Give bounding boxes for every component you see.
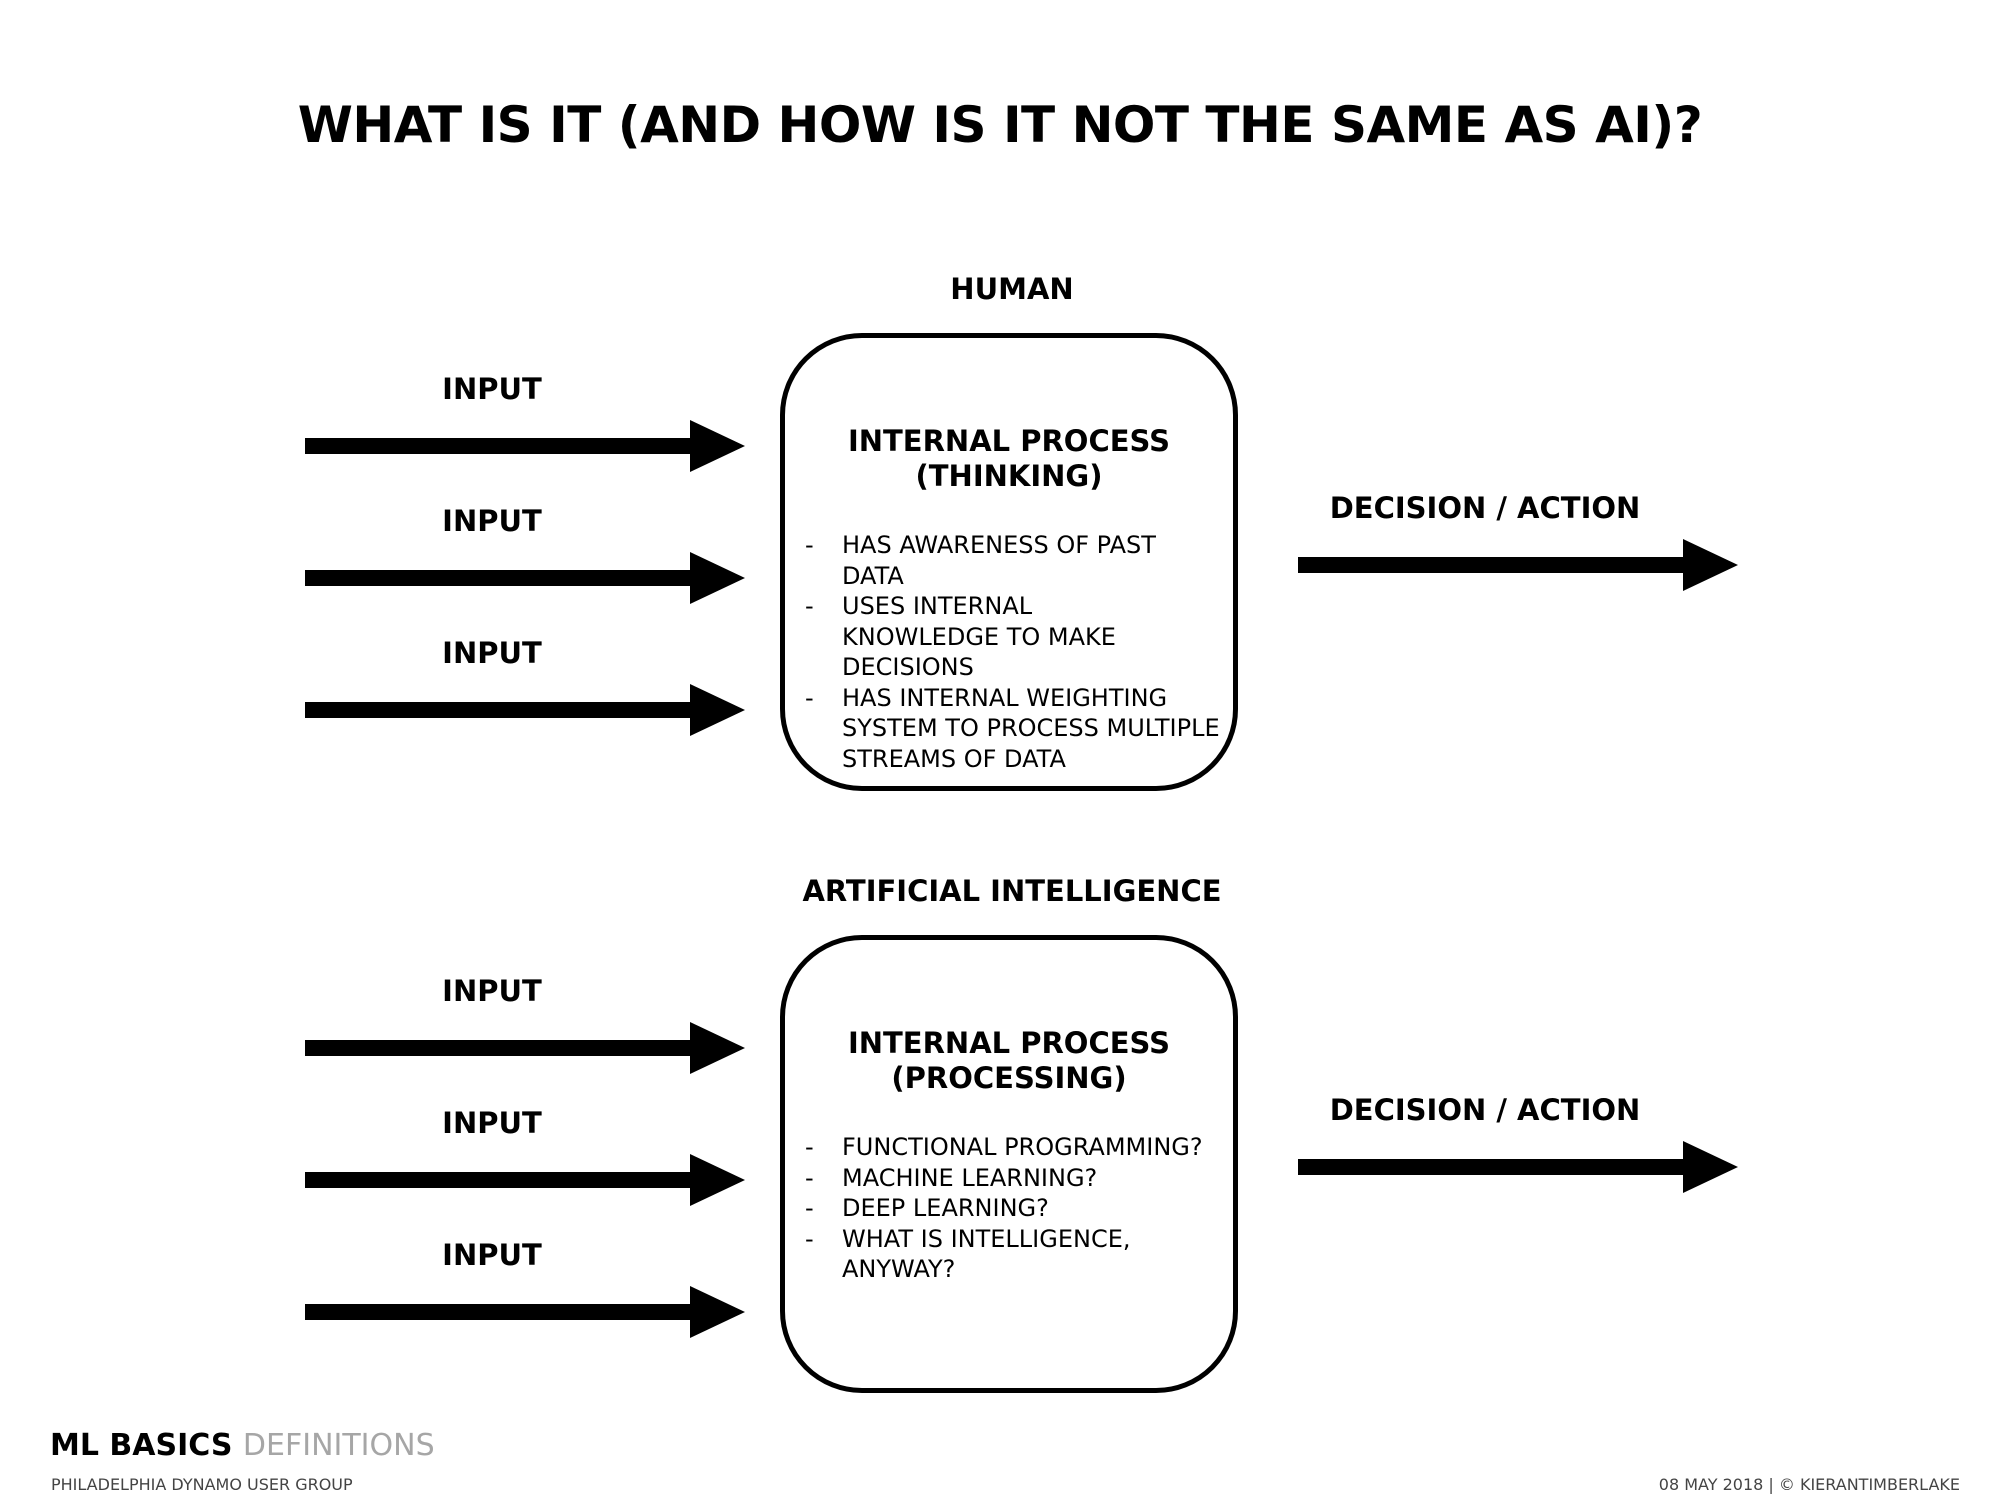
human-input-label-3: INPUT [442, 636, 542, 670]
human-bullet-1: HAS AWARENESS OF PAST DATA [799, 530, 1223, 591]
ai-input-label-2: INPUT [442, 1106, 542, 1140]
ai-process-box: INTERNAL PROCESS (PROCESSING) FUNCTIONAL… [780, 935, 1238, 1393]
ai-section-label: ARTIFICIAL INTELLIGENCE [802, 874, 1222, 908]
ai-bullet-4: WHAT IS INTELLIGENCE, ANYWAY? [799, 1224, 1223, 1285]
footer-title-light: DEFINITIONS [242, 1428, 435, 1463]
ai-process-subtitle: (PROCESSING) [891, 1061, 1127, 1095]
footer-subtitle: PHILADELPHIA DYNAMO USER GROUP [51, 1475, 353, 1494]
human-input-label-1: INPUT [442, 372, 542, 406]
human-process-subtitle: (THINKING) [915, 459, 1103, 493]
ai-input-arrow-2 [305, 1154, 745, 1206]
ai-process-bullets: FUNCTIONAL PROGRAMMING? MACHINE LEARNING… [799, 1132, 1223, 1285]
ai-bullet-1: FUNCTIONAL PROGRAMMING? [799, 1132, 1223, 1163]
human-process-box: INTERNAL PROCESS (THINKING) HAS AWARENES… [780, 333, 1238, 791]
human-process-bullets: HAS AWARENESS OF PAST DATA USES INTERNAL… [799, 530, 1223, 774]
human-input-arrow-3 [305, 684, 745, 736]
human-output-arrow [1298, 539, 1738, 591]
human-input-arrow-2 [305, 552, 745, 604]
human-output-label: DECISION / ACTION [1329, 491, 1641, 525]
slide-title: WHAT IS IT (AND HOW IS IT NOT THE SAME A… [297, 96, 1703, 154]
ai-bullet-2: MACHINE LEARNING? [799, 1163, 1223, 1194]
human-bullet-2: USES INTERNAL KNOWLEDGE TO MAKE DECISION… [799, 591, 1223, 683]
ai-input-label-1: INPUT [442, 974, 542, 1008]
ai-input-arrow-3 [305, 1286, 745, 1338]
human-input-label-2: INPUT [442, 504, 542, 538]
human-section-label: HUMAN [950, 272, 1074, 306]
human-process-title: INTERNAL PROCESS [847, 424, 1171, 458]
footer-title-bold: ML BASICS [50, 1428, 233, 1463]
ai-output-arrow [1298, 1141, 1738, 1193]
human-bullet-3: HAS INTERNAL WEIGHTING SYSTEM TO PROCESS… [799, 683, 1223, 775]
ai-output-label: DECISION / ACTION [1329, 1093, 1641, 1127]
ai-input-arrow-1 [305, 1022, 745, 1074]
ai-bullet-3: DEEP LEARNING? [799, 1193, 1223, 1224]
footer-credit: 08 MAY 2018 | © KIERANTIMBERLAKE [1658, 1475, 1960, 1494]
human-input-arrow-1 [305, 420, 745, 472]
ai-input-label-3: INPUT [442, 1238, 542, 1272]
footer-title: ML BASICS DEFINITIONS [50, 1428, 435, 1463]
ai-process-title: INTERNAL PROCESS [847, 1026, 1171, 1060]
